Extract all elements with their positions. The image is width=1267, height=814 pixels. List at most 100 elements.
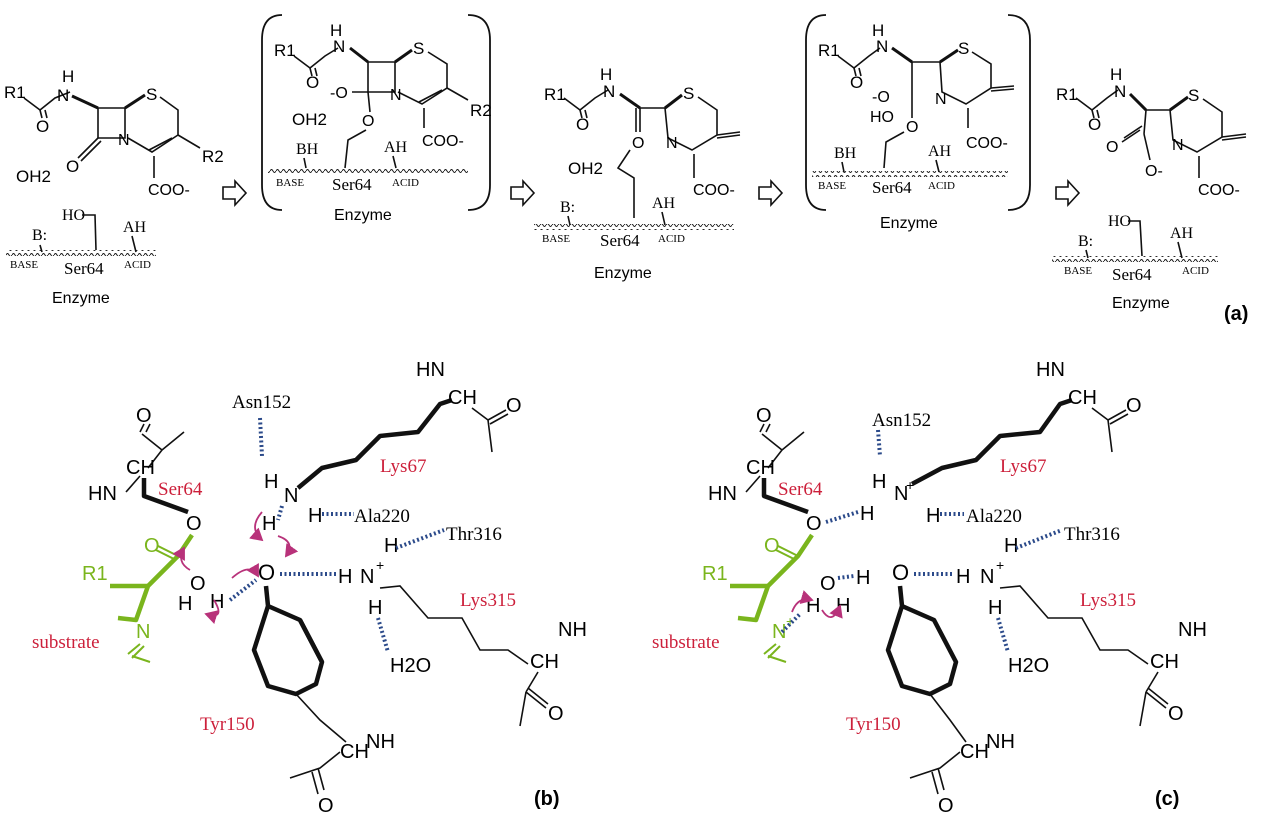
svg-text:+: + bbox=[376, 557, 384, 573]
svg-text:O: O bbox=[892, 560, 909, 585]
svg-text:COO-: COO- bbox=[422, 133, 464, 150]
svg-text:H: H bbox=[926, 505, 940, 527]
svg-text:HN: HN bbox=[88, 483, 117, 505]
svg-text:O: O bbox=[190, 573, 206, 595]
asn152-label: Asn152 bbox=[232, 392, 291, 413]
svg-text:N: N bbox=[876, 37, 888, 56]
stage-1-substrate: R1 O H N O S N R2 COO- OH2 B: HO AH BASE bbox=[4, 67, 224, 307]
stage-4-intermediate: R1 O N H S N COO- -O HO O BH AH BASE Ser… bbox=[805, 14, 1031, 232]
svg-text:AH: AH bbox=[928, 143, 952, 160]
svg-text:O: O bbox=[362, 113, 374, 130]
svg-text:N: N bbox=[666, 135, 678, 152]
thr316-label-c: Thr316 bbox=[1064, 524, 1120, 545]
nh-n: N bbox=[57, 86, 69, 105]
svg-text:S: S bbox=[146, 85, 157, 104]
svg-text:+: + bbox=[996, 557, 1004, 573]
ala220-label: Ala220 bbox=[354, 506, 410, 527]
svg-text:HN: HN bbox=[708, 483, 737, 505]
reaction-arrow-2 bbox=[510, 178, 536, 208]
svg-text:BASE: BASE bbox=[276, 177, 304, 189]
svg-text:+: + bbox=[906, 477, 914, 493]
svg-text:HO: HO bbox=[1108, 213, 1131, 230]
svg-text:Ser64: Ser64 bbox=[872, 178, 912, 197]
substrate-label-c: substrate bbox=[652, 632, 720, 653]
svg-text:N: N bbox=[603, 82, 615, 101]
svg-text:S: S bbox=[958, 39, 969, 58]
svg-text:NH: NH bbox=[1178, 619, 1207, 641]
svg-text:O: O bbox=[806, 513, 822, 535]
panel-b-label: (b) bbox=[534, 788, 560, 810]
svg-text:O: O bbox=[906, 119, 918, 136]
lys67-label: Lys67 bbox=[380, 456, 426, 477]
svg-text:Enzyme: Enzyme bbox=[594, 265, 652, 282]
svg-text:H: H bbox=[330, 21, 342, 40]
svg-text:H: H bbox=[368, 597, 382, 619]
svg-text:O: O bbox=[820, 573, 836, 595]
svg-text:COO-: COO- bbox=[693, 182, 735, 199]
svg-text:BASE: BASE bbox=[1064, 265, 1092, 277]
stage-3-acyl-enzyme: R1 O N H O S N COO- OH2 B: AH BASE Ser64… bbox=[534, 65, 741, 282]
svg-text:H: H bbox=[384, 535, 398, 557]
svg-text:BH: BH bbox=[834, 145, 857, 162]
svg-text:O: O bbox=[144, 535, 160, 557]
svg-text:H: H bbox=[178, 593, 192, 615]
ala220-label-c: Ala220 bbox=[966, 506, 1022, 527]
svg-text:H: H bbox=[308, 505, 322, 527]
svg-text:ACID: ACID bbox=[928, 180, 955, 192]
svg-text:HO: HO bbox=[62, 207, 85, 224]
svg-text:N: N bbox=[1114, 82, 1126, 101]
svg-text:N: N bbox=[935, 91, 947, 108]
svg-text:N: N bbox=[136, 621, 150, 643]
svg-text:R1: R1 bbox=[702, 563, 728, 585]
svg-text:CH: CH bbox=[746, 457, 775, 479]
svg-text:COO-: COO- bbox=[1198, 182, 1240, 199]
svg-text:ACID: ACID bbox=[658, 233, 685, 245]
svg-text:ACID: ACID bbox=[124, 259, 151, 271]
svg-text:BASE: BASE bbox=[10, 259, 38, 271]
svg-text:-O: -O bbox=[330, 85, 348, 102]
svg-text:ACID: ACID bbox=[1182, 265, 1209, 277]
svg-text:O: O bbox=[764, 535, 780, 557]
svg-text:COO-: COO- bbox=[148, 182, 190, 199]
svg-text:H: H bbox=[872, 471, 886, 493]
svg-text:H: H bbox=[836, 595, 850, 617]
svg-text:H: H bbox=[600, 65, 612, 84]
svg-text:Ser64: Ser64 bbox=[332, 175, 372, 194]
panel-a-label: (a) bbox=[1224, 303, 1248, 325]
svg-text:AH: AH bbox=[384, 139, 408, 156]
tyr150-label: Tyr150 bbox=[200, 714, 255, 735]
svg-text:H: H bbox=[338, 566, 352, 588]
svg-text:N: N bbox=[360, 566, 374, 588]
svg-text:O: O bbox=[186, 513, 202, 535]
svg-text:OH2: OH2 bbox=[568, 159, 603, 178]
svg-text:CH: CH bbox=[340, 741, 369, 763]
o-label: O bbox=[36, 117, 49, 136]
lys315-label: Lys315 bbox=[460, 590, 516, 611]
svg-text:N: N bbox=[980, 566, 994, 588]
svg-text:O: O bbox=[1106, 139, 1118, 156]
svg-text:S: S bbox=[683, 84, 694, 103]
reaction-arrow-3 bbox=[758, 178, 784, 208]
panel-b: O CH HN Ser64 O R1 O N substrate O H H O… bbox=[32, 359, 587, 814]
ser64-label-c: Ser64 bbox=[778, 479, 823, 500]
svg-text:ACID: ACID bbox=[392, 177, 419, 189]
svg-text:O: O bbox=[318, 795, 334, 814]
svg-text:H: H bbox=[1004, 535, 1018, 557]
svg-text:H: H bbox=[210, 591, 224, 613]
svg-text:O: O bbox=[938, 795, 954, 814]
svg-text:R1: R1 bbox=[82, 563, 108, 585]
svg-text:BASE: BASE bbox=[542, 233, 570, 245]
panel-c: O CH HN Ser64 O R1 O N + substrate O H H… bbox=[652, 359, 1207, 814]
ser64-label: Ser64 bbox=[158, 479, 203, 500]
svg-text:R2: R2 bbox=[470, 101, 492, 120]
svg-text:B:: B: bbox=[32, 227, 47, 244]
svg-text:CH: CH bbox=[126, 457, 155, 479]
svg-text:O: O bbox=[576, 115, 589, 134]
svg-text:H: H bbox=[1110, 65, 1122, 84]
svg-text:OH2: OH2 bbox=[16, 167, 51, 186]
svg-text:N: N bbox=[118, 132, 130, 149]
svg-text:-O: -O bbox=[872, 89, 890, 106]
stage-2-intermediate: R1 O N H S N R2 COO- -O O OH2 BH AH BASE bbox=[261, 14, 492, 224]
lys67-label-c: Lys67 bbox=[1000, 456, 1046, 477]
